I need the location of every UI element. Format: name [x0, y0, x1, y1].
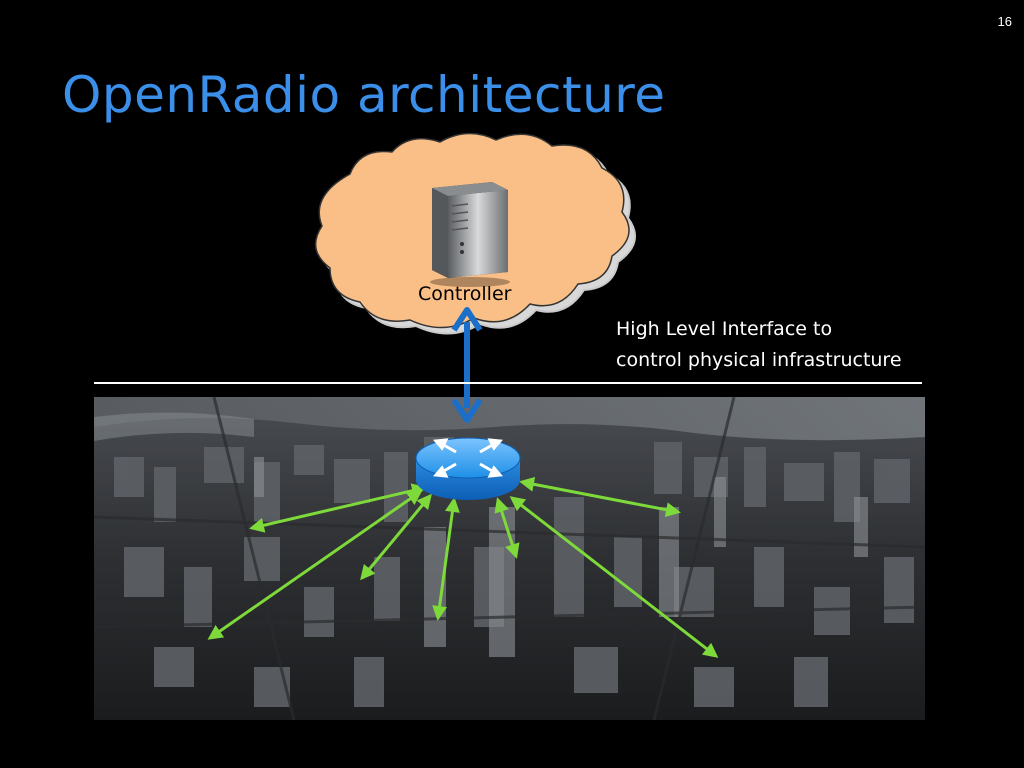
slide-title: OpenRadio architecture — [62, 66, 666, 124]
wireless-links — [207, 476, 719, 658]
link-ap-5 — [494, 497, 520, 559]
interface-line-1: High Level Interface to — [616, 318, 833, 340]
divider-line — [94, 382, 922, 384]
link-ap-4 — [432, 497, 460, 621]
controller-label: Controller — [418, 283, 512, 305]
interface-description: High Level Interface to control physical… — [616, 314, 902, 376]
router-icon — [415, 437, 521, 500]
link-ap-6 — [519, 476, 681, 518]
link-ap-7 — [509, 496, 719, 658]
server-icon — [430, 182, 510, 287]
slide-number: 16 — [997, 14, 1012, 29]
link-ap-3 — [207, 490, 423, 640]
interface-line-2: control physical infrastructure — [616, 349, 902, 371]
controller-link-arrow — [451, 307, 483, 423]
